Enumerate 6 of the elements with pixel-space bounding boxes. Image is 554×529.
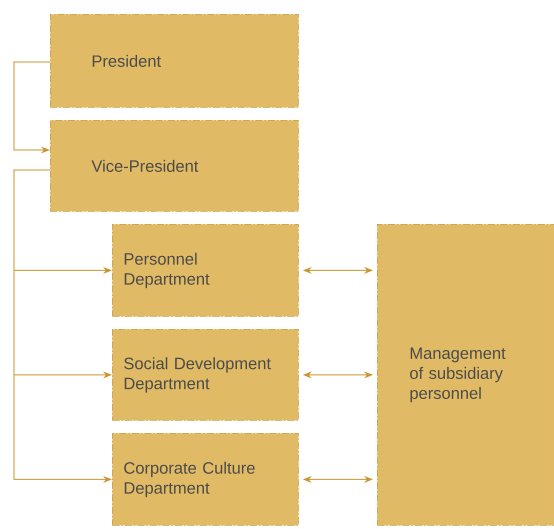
department-box: Corporate Culture Department xyxy=(112,433,299,526)
department-box: Personnel Department xyxy=(112,224,299,317)
department-box: Management of subsidiary personnel xyxy=(377,224,554,526)
department-box: Vice-President xyxy=(50,120,299,212)
department-box: President xyxy=(50,14,299,108)
department-box: Social Development Department xyxy=(112,329,299,421)
